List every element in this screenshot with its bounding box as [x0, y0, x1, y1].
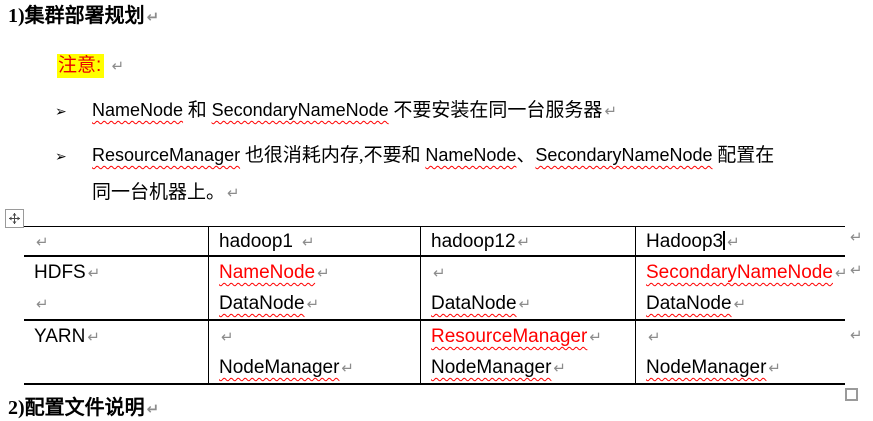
- host-hadoop12: hadoop12: [431, 231, 516, 252]
- text-and: 和: [183, 100, 212, 121]
- paragraph-mark-icon: ↵: [341, 359, 354, 377]
- header-cell-hadoop3[interactable]: Hadoop3↵: [635, 227, 845, 257]
- text-memory-note: 也很消耗内存,不要和: [240, 145, 426, 166]
- paragraph-mark-icon: ↵: [517, 233, 531, 251]
- row-end-mark-icon: ↵: [850, 262, 863, 279]
- paragraph-mark-icon: ↵: [146, 400, 160, 418]
- paragraph-mark-icon: ↵: [111, 57, 125, 75]
- paragraph-mark-icon: ↵: [301, 233, 315, 251]
- service-resourcemanager: ResourceManager: [431, 326, 588, 347]
- header-cell-hadoop1[interactable]: hadoop1 ↵: [208, 227, 420, 257]
- paragraph-mark-icon: ↵: [604, 102, 618, 120]
- paragraph-mark-icon: ↵: [589, 328, 602, 346]
- paragraph-mark-icon: ↵: [317, 264, 330, 282]
- service-datanode: DataNode: [219, 293, 305, 314]
- service-nodemanager: NodeManager: [646, 357, 767, 378]
- word-secondarynamenode: SecondaryNameNode: [211, 100, 389, 120]
- paragraph-mark-icon: ↵: [36, 233, 49, 251]
- paragraph-mark-icon: ↵: [87, 264, 101, 282]
- paragraph-mark-icon: ↵: [87, 328, 100, 346]
- bullet-item-continuation[interactable]: 同一台机器上。↵: [92, 180, 240, 205]
- service-nodemanager: NodeManager: [219, 357, 340, 378]
- heading-text: 1)集群部署规划: [8, 5, 145, 27]
- word-namenode: NameNode: [92, 100, 184, 120]
- row-end-mark-icon: ↵: [850, 327, 863, 344]
- cell-yarn-hadoop3[interactable]: ↵ NodeManager↵: [635, 321, 845, 385]
- notice-highlighted-text: 注意:: [57, 54, 105, 78]
- service-datanode: DataNode: [646, 293, 732, 314]
- text-configure-on: 配置在: [712, 145, 775, 166]
- paragraph-mark-icon: ↵: [146, 8, 160, 26]
- paragraph-mark-icon: ↵: [553, 359, 566, 377]
- word-secondarynamenode: SecondaryNameNode: [535, 145, 713, 165]
- text-same-machine: 同一台机器上。: [92, 182, 226, 203]
- notice-paragraph[interactable]: 注意: ↵: [57, 53, 124, 79]
- bullet-arrow-icon: ➢: [55, 148, 67, 164]
- heading-text: 2)配置文件说明: [8, 397, 145, 419]
- bullet-arrow-icon: ➢: [55, 103, 67, 119]
- bullet-item-namenode[interactable]: ➢ NameNode 和 SecondaryNameNode 不要安装在同一台服务…: [55, 98, 617, 123]
- paragraph-mark-icon: ↵: [36, 295, 49, 313]
- paragraph-mark-icon: ↵: [518, 295, 532, 313]
- paragraph-mark-icon: ↵: [648, 328, 661, 346]
- header-cell-blank[interactable]: ↵: [24, 227, 208, 257]
- label-yarn: YARN: [34, 326, 86, 347]
- paragraph-mark-icon: ↵: [227, 184, 240, 202]
- move-cross-icon: [9, 213, 20, 224]
- paragraph-mark-icon: ↵: [433, 264, 446, 282]
- word-resourcemanager: ResourceManager: [92, 145, 241, 165]
- paragraph-mark-icon: ↵: [727, 233, 740, 251]
- service-datanode: DataNode: [431, 293, 517, 314]
- cell-hdfs-hadoop3[interactable]: SecondaryNameNode↵ DataNode↵: [635, 257, 845, 321]
- paragraph-mark-icon: ↵: [221, 328, 234, 346]
- heading-config-files[interactable]: 2)配置文件说明↵: [8, 396, 159, 421]
- text-cursor: [723, 231, 726, 250]
- text-not-same-server: 不要安装在同一台服务器: [388, 100, 603, 121]
- paragraph-mark-icon: ↵: [768, 359, 781, 377]
- table-resize-handle[interactable]: [845, 388, 858, 401]
- cluster-deployment-table: ↵ hadoop1↵ hadoop12↵ Hadoop3↵ HDFS↵ ↵ Na…: [24, 226, 845, 385]
- paragraph-mark-icon: ↵: [306, 295, 320, 313]
- row-label-yarn[interactable]: YARN↵: [24, 321, 208, 385]
- cell-yarn-hadoop1[interactable]: ↵ NodeManager↵: [208, 321, 420, 385]
- word-namenode: NameNode: [425, 145, 517, 165]
- row-end-mark-icon: ↵: [850, 229, 863, 246]
- cell-yarn-hadoop12[interactable]: ResourceManager↵ NodeManager↵: [420, 321, 635, 385]
- bullet-item-resourcemanager[interactable]: ➢ ResourceManager 也很消耗内存,不要和 NameNode、Sec…: [55, 143, 774, 168]
- paragraph-mark-icon: ↵: [835, 264, 845, 282]
- cell-hdfs-hadoop1[interactable]: NameNode↵ DataNode↵: [208, 257, 420, 321]
- host-hadoop3: Hadoop3: [646, 231, 724, 252]
- header-cell-hadoop12[interactable]: hadoop12↵: [420, 227, 635, 257]
- service-namenode: NameNode: [219, 262, 316, 283]
- table-move-handle[interactable]: [5, 209, 24, 228]
- cell-hdfs-hadoop12[interactable]: ↵ DataNode↵: [420, 257, 635, 321]
- row-label-hdfs[interactable]: HDFS↵ ↵: [24, 257, 208, 321]
- paragraph-mark-icon: ↵: [733, 295, 747, 313]
- heading-cluster-deploy-plan[interactable]: 1)集群部署规划↵: [8, 4, 159, 29]
- service-nodemanager: NodeManager: [431, 357, 552, 378]
- host-hadoop1: hadoop1: [219, 231, 293, 252]
- text-enum-comma: 、: [516, 145, 536, 166]
- label-hdfs: HDFS: [34, 262, 86, 283]
- service-secondarynamenode: SecondaryNameNode: [646, 262, 833, 283]
